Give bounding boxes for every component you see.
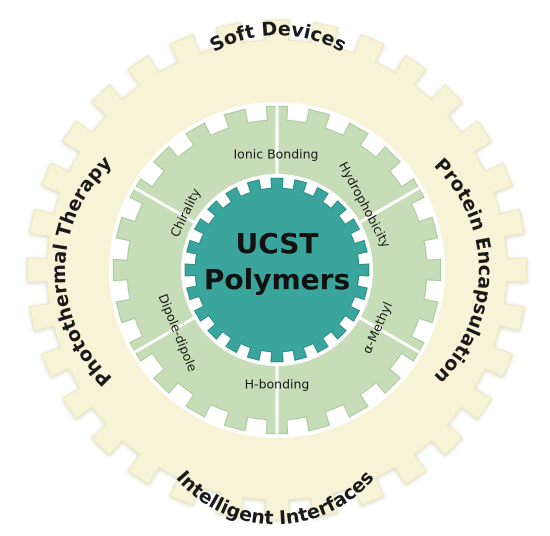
inner-label-ionic-bonding: Ionic Bonding <box>234 147 319 162</box>
inner-ring-divider <box>359 316 420 354</box>
center-label-line2: Polymers <box>204 263 350 296</box>
inner-ring-dividers <box>134 106 420 434</box>
inner-label-h-bonding: H-bonding <box>245 377 310 392</box>
center-label-line1: UCST <box>235 227 318 260</box>
inner-ring-divider <box>134 186 195 224</box>
inner-ring-divider <box>134 316 195 354</box>
inner-ring-divider <box>359 186 420 224</box>
center-gear <box>184 177 370 363</box>
